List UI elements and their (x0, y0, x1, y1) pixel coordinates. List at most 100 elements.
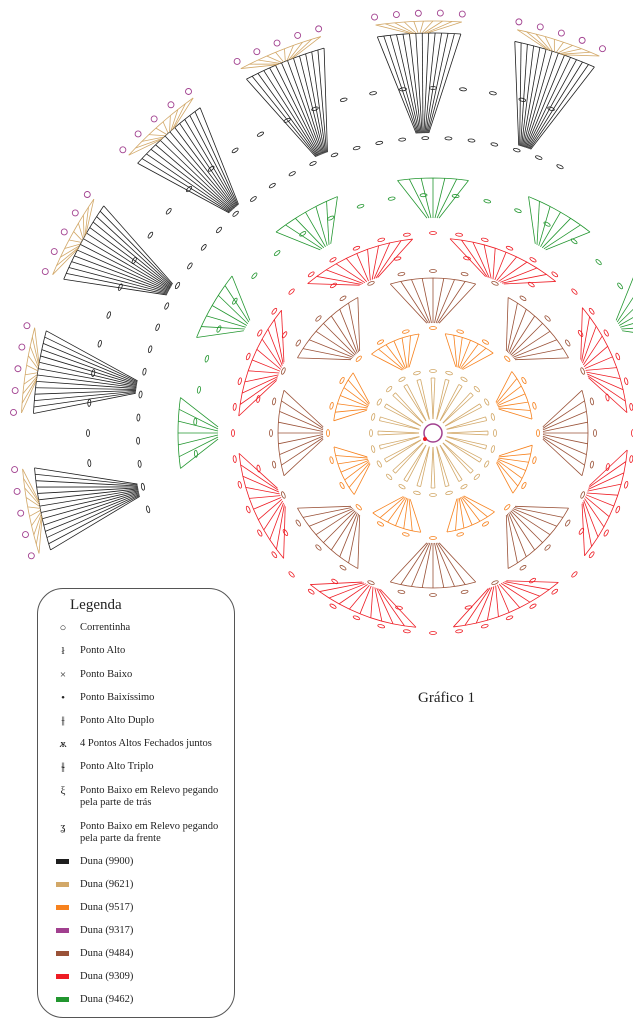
black-fan (92, 221, 172, 287)
double-crochet-icon: ł (61, 645, 65, 657)
orange-fan (408, 498, 413, 531)
black-fan (408, 33, 422, 134)
chain-stitch-mark (147, 231, 154, 239)
green-fan (211, 305, 248, 326)
red-fan (453, 588, 489, 628)
green-fan (180, 397, 219, 428)
purple-picot (11, 387, 19, 395)
chain-stitch-mark (97, 339, 102, 348)
tan-edge (563, 54, 600, 57)
green-fan (218, 295, 249, 325)
purple-picot (599, 45, 606, 53)
magic-ring-mark (423, 423, 443, 443)
tan-edge (385, 23, 413, 34)
chain-stitch-mark (272, 397, 277, 406)
green-fan (206, 315, 246, 328)
chain-stitch-mark (207, 165, 215, 172)
chain-stitch-mark (288, 171, 296, 177)
brown-fan (302, 348, 353, 359)
color-swatch (56, 928, 69, 933)
chain-stitch-mark (339, 376, 345, 385)
black-fan (96, 216, 172, 286)
purple-picot (578, 36, 586, 44)
orange-fan (337, 403, 368, 409)
purple-picot (557, 29, 565, 37)
chain-stitch-mark (529, 257, 537, 263)
chain-stitch-mark (295, 519, 302, 527)
chain-stitch-mark (136, 413, 141, 422)
red-fan (307, 283, 360, 286)
green-fan (622, 330, 633, 333)
chain-stitch-mark (281, 491, 286, 499)
black-fan (83, 238, 171, 290)
tan-stitch-top (384, 458, 387, 463)
brown-fan (508, 309, 527, 354)
chain-stitch-mark (339, 564, 347, 571)
chain-stitch-mark (329, 603, 337, 609)
chain-stitch-mark (505, 615, 514, 621)
chain-stitch-mark (315, 315, 322, 322)
red-fan (367, 249, 371, 281)
red-fan (375, 240, 402, 279)
chain-stitch-mark (339, 295, 347, 302)
chain-stitch-mark (376, 460, 382, 468)
purple-picot (273, 39, 281, 47)
brown-fan (437, 542, 466, 585)
chain-stitch-mark (481, 339, 490, 345)
chain-stitch-mark (429, 326, 437, 330)
chart-caption: Gráfico 1 (418, 690, 476, 706)
orange-fan (497, 458, 526, 471)
orange-fan (393, 340, 407, 369)
tan-edge (33, 513, 42, 536)
chain-stitch-mark (429, 631, 437, 635)
chain-stitch-mark (490, 142, 499, 147)
brown-fan (278, 421, 324, 432)
green-fan (275, 231, 321, 251)
chain-stitch-mark (232, 297, 238, 305)
brown-fan (339, 309, 358, 354)
chain-stitch-mark (489, 91, 497, 96)
chain-stitch-mark (387, 196, 396, 201)
chain-stitch-mark (481, 521, 490, 527)
tan-edge (77, 223, 84, 240)
brown-fan (330, 315, 357, 355)
chain-stitch-mark (352, 615, 361, 621)
black-fan (99, 210, 173, 286)
tan-edge (85, 198, 95, 235)
black-fan (251, 75, 317, 157)
red-fan (582, 501, 592, 547)
chain-stitch-mark (311, 106, 319, 112)
orange-fan (457, 337, 463, 368)
brown-fan-top (297, 507, 359, 569)
tan-edge (561, 51, 591, 55)
red-fan (239, 378, 278, 405)
brown-fan (514, 505, 569, 509)
tan-edge (517, 29, 548, 51)
orange-fan-top (511, 371, 533, 420)
black-fan (42, 491, 139, 520)
chain-stitch-mark (480, 624, 489, 629)
brown-fan (357, 514, 361, 569)
green-fan (178, 420, 219, 432)
purple-picot (458, 10, 466, 18)
chain-stitch-mark (376, 521, 385, 527)
chain-stitch-mark (288, 571, 295, 578)
purple-picot (10, 409, 17, 416)
chain-stitch-mark (251, 272, 258, 279)
black-fan (43, 342, 138, 384)
tan-stitch (446, 416, 486, 430)
black-fan (63, 278, 167, 296)
brown-fan (309, 508, 354, 527)
chain-stitch-mark (329, 456, 334, 464)
tan-stitch (432, 446, 436, 488)
black-fan (199, 107, 239, 205)
tan-edge (286, 45, 294, 61)
brown-fan (542, 421, 588, 432)
chain-stitch-mark (588, 551, 595, 559)
tan-stitch (439, 384, 460, 422)
chain-stitch-mark (451, 194, 460, 199)
tan-stitch (436, 446, 450, 486)
chain-stitch-mark (257, 329, 263, 337)
red-fan (267, 328, 283, 366)
brown-fan (510, 323, 543, 356)
